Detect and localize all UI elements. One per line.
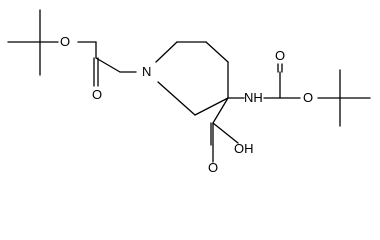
atom-label-oh: OH xyxy=(234,141,254,156)
atom-label-o-ether-right: O xyxy=(303,90,313,105)
carboxylic-acid-group xyxy=(210,97,239,163)
nh-boc-substituent xyxy=(227,63,341,99)
atom-label-o-carbonyl-left: O xyxy=(92,87,102,102)
bond xyxy=(194,97,229,116)
left-boc-carbamate xyxy=(77,41,137,87)
left-tert-butyl-group xyxy=(7,9,59,76)
bond xyxy=(212,97,229,124)
structure-canvas: O N O O O NH OH O xyxy=(7,9,371,175)
bond xyxy=(157,81,196,116)
bond xyxy=(212,122,239,144)
atom-label-o-acid-carbonyl: O xyxy=(208,160,218,175)
piperidine-ring xyxy=(155,41,229,116)
bond xyxy=(95,57,121,73)
chemical-structure-diagram: O N O O O NH OH O xyxy=(7,9,371,175)
atom-label-nh: NH xyxy=(244,90,263,105)
atom-label-o-carbonyl-right: O xyxy=(275,48,285,63)
bond xyxy=(155,41,178,63)
bond xyxy=(205,41,229,63)
atom-label-n-ring: N xyxy=(142,64,151,79)
right-tert-butyl-group xyxy=(339,69,371,127)
atom-label-o-ether-left: O xyxy=(60,34,70,49)
